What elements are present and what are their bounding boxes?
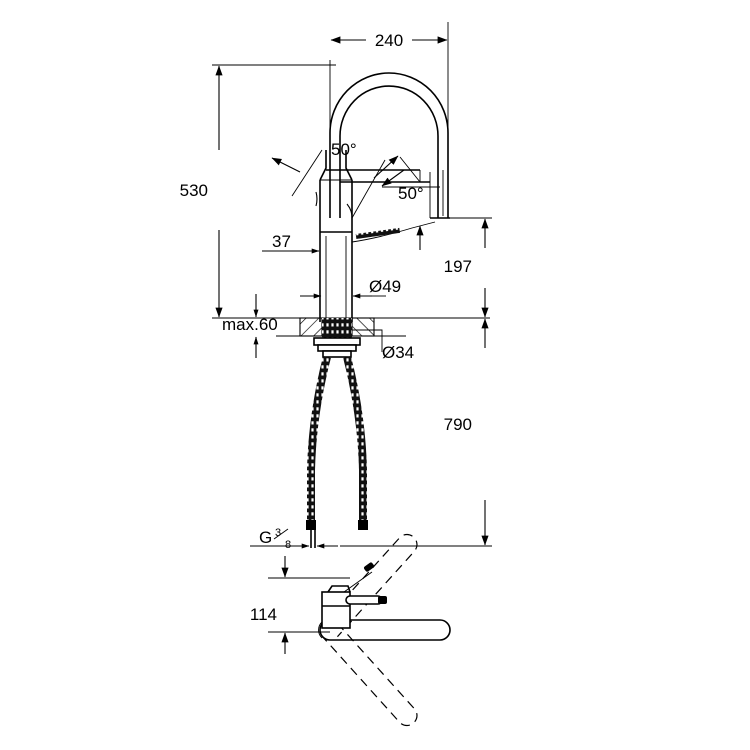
- neck-taper-left: [319, 150, 327, 181]
- fixing-nut-lower: [317, 344, 357, 352]
- hose-collar: [322, 350, 352, 358]
- dimension-label-outlet-height: 197: [444, 257, 472, 276]
- plan-handle-leader-line: [343, 571, 373, 593]
- deck-mounting-assembly: [212, 317, 490, 358]
- sprayer-hose-braid: [355, 227, 400, 239]
- dimension-label-body-diameter: Ø49: [369, 277, 401, 296]
- angle-leader-line-b: [351, 159, 386, 219]
- dimension-mount-hole: Ø34: [352, 329, 414, 362]
- fraction-slash: [273, 528, 289, 540]
- plan-handle-collar: [327, 585, 351, 593]
- angle-leader-upper-left: [271, 149, 323, 207]
- dimension-label-spout-offset: 37: [272, 232, 291, 251]
- dimension-spout-offset: 37: [262, 232, 320, 254]
- angle-label-upper: 50°: [331, 140, 357, 159]
- plan-handle-leader-tip: [364, 562, 375, 572]
- dimension-label-supply-thread-g: G: [259, 528, 272, 547]
- mounting-shank-thread: [322, 318, 352, 338]
- plan-handle-lever: [345, 595, 387, 605]
- deck-section-left: [299, 317, 323, 337]
- plan-base-block: [321, 591, 351, 629]
- plan-handle-lever-tip: [378, 596, 387, 604]
- dimension-label-handle-height: 114: [250, 605, 277, 624]
- angle-leader-upper-right: [346, 155, 421, 221]
- angle-arrow-b: [373, 155, 399, 179]
- angle-arc-right: [346, 203, 353, 221]
- dimension-supply-thread: G 3 8: [250, 527, 338, 551]
- dimension-spout-reach: 240: [329, 22, 449, 136]
- dimension-label-supply-thread-denominator: 8: [285, 539, 291, 551]
- dimension-outlet-height: 197: [444, 217, 492, 318]
- dimension-handle-height: 114: [250, 556, 350, 654]
- dimension-body-diameter: Ø49: [300, 277, 401, 299]
- dimension-deck-thickness: max.60: [222, 294, 278, 358]
- dimension-overall-height: 530: [180, 64, 336, 318]
- dimension-label-overall-height: 530: [180, 181, 208, 200]
- dimension-label-supply-thread-numerator: 3: [275, 527, 281, 539]
- dimension-hose-length: 790: [340, 318, 492, 547]
- supply-hose-right: [343, 356, 367, 520]
- sprayer-hose-braid-texture: [355, 227, 400, 239]
- dimension-label-hose-length: 790: [444, 415, 472, 434]
- angle-arrow-c: [381, 169, 405, 187]
- fixing-nut-upper: [313, 337, 361, 346]
- faucet-body-column: [319, 150, 353, 322]
- angle-label-lower: 50°: [398, 184, 424, 203]
- spout-arch-outer: [329, 72, 449, 218]
- angle-leader-line-a: [291, 149, 323, 197]
- sprayer-hose-curve: [351, 221, 436, 243]
- supply-hose-left-connector: [306, 520, 316, 530]
- plan-handle-leader: [343, 562, 375, 593]
- sprayer-hose-indicator: [351, 221, 436, 250]
- front-elevation-view: 240 530 37 Ø49: [180, 22, 492, 551]
- dimension-label-mount-hole: Ø34: [382, 343, 414, 362]
- spout-arch-inner: [339, 85, 439, 218]
- neck-taper-right: [345, 150, 353, 181]
- plan-handle-lever-body: [345, 595, 383, 605]
- dimension-label-spout-reach: 240: [375, 31, 403, 50]
- supply-hose-left: [307, 356, 331, 520]
- angle-arc-left: [315, 191, 318, 207]
- angle-leader-line-c: [399, 156, 421, 183]
- supply-hoses: [306, 356, 368, 548]
- dim-leader-d34: [352, 329, 383, 352]
- dimension-label-deck-thickness: max.60: [222, 315, 278, 334]
- plan-spout-base-arc: [318, 621, 323, 639]
- angle-arrow-a: [271, 157, 301, 173]
- plan-view: 114: [250, 533, 451, 727]
- spout-arch: [329, 72, 450, 219]
- plan-base-housing: [321, 585, 351, 629]
- supply-hose-right-connector: [358, 520, 368, 530]
- deck-section-right: [351, 317, 375, 337]
